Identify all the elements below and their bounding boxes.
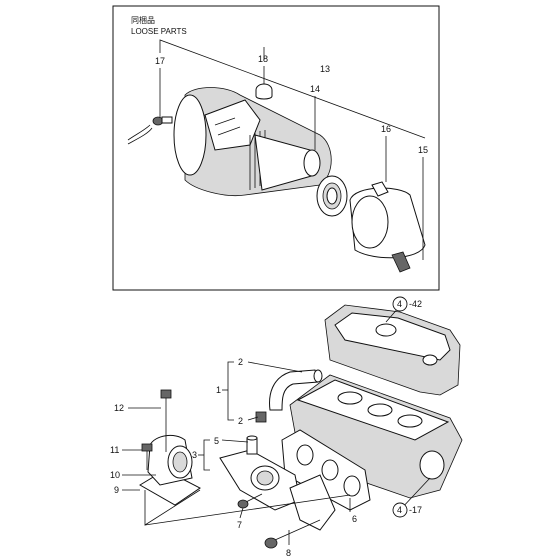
part-17-sensor	[127, 116, 173, 145]
loose-parts-title-en: LOOSE PARTS	[131, 27, 187, 36]
svg-text:-17: -17	[409, 505, 422, 515]
loose-parts-frame	[112, 5, 440, 291]
bolt-7	[237, 493, 263, 509]
bracket-1	[227, 361, 234, 421]
svg-text:-42: -42	[409, 299, 422, 309]
breather-hose	[255, 369, 323, 423]
callout-9: 9	[114, 485, 119, 495]
callout-11: 11	[110, 445, 119, 455]
intake-manifold	[219, 449, 336, 531]
air-cleaner-body	[173, 87, 332, 197]
callout-2-upper: 2	[238, 357, 243, 367]
air-filter-element	[316, 175, 348, 217]
bolt-12	[160, 389, 172, 452]
callout-13: 13	[320, 64, 330, 74]
callout-18: 18	[258, 54, 268, 64]
loose-parts-title-jp: 同梱品	[131, 15, 155, 25]
svg-text:4: 4	[397, 505, 402, 515]
callout-1: 1	[216, 385, 221, 395]
intake-elbow	[139, 434, 201, 506]
callout-10: 10	[110, 470, 120, 480]
callout-8: 8	[286, 548, 291, 558]
bracket-3	[203, 439, 210, 471]
callout-12: 12	[114, 403, 124, 413]
part-5-nipple	[246, 435, 258, 455]
callout-2-lower: 2	[238, 416, 243, 426]
callout-5: 5	[214, 436, 219, 446]
reference-4-42: 4 -42	[392, 296, 422, 312]
callout-14: 14	[310, 84, 320, 94]
callout-15: 15	[418, 145, 428, 155]
svg-text:4: 4	[397, 299, 402, 309]
callout-6: 6	[352, 514, 357, 524]
callout-3: 3	[192, 450, 197, 460]
bolt-8	[264, 519, 321, 549]
callout-17: 17	[155, 56, 165, 66]
leader-17-15	[159, 39, 426, 139]
bolt-11	[141, 443, 153, 470]
rocker-cover	[324, 304, 461, 396]
callout-16: 16	[381, 124, 391, 134]
air-cleaner-cover	[349, 181, 426, 273]
reference-4-17: 4 -17	[392, 502, 422, 518]
part-18-cap	[255, 83, 273, 100]
gasket-6	[281, 429, 371, 511]
callout-7: 7	[237, 520, 242, 530]
